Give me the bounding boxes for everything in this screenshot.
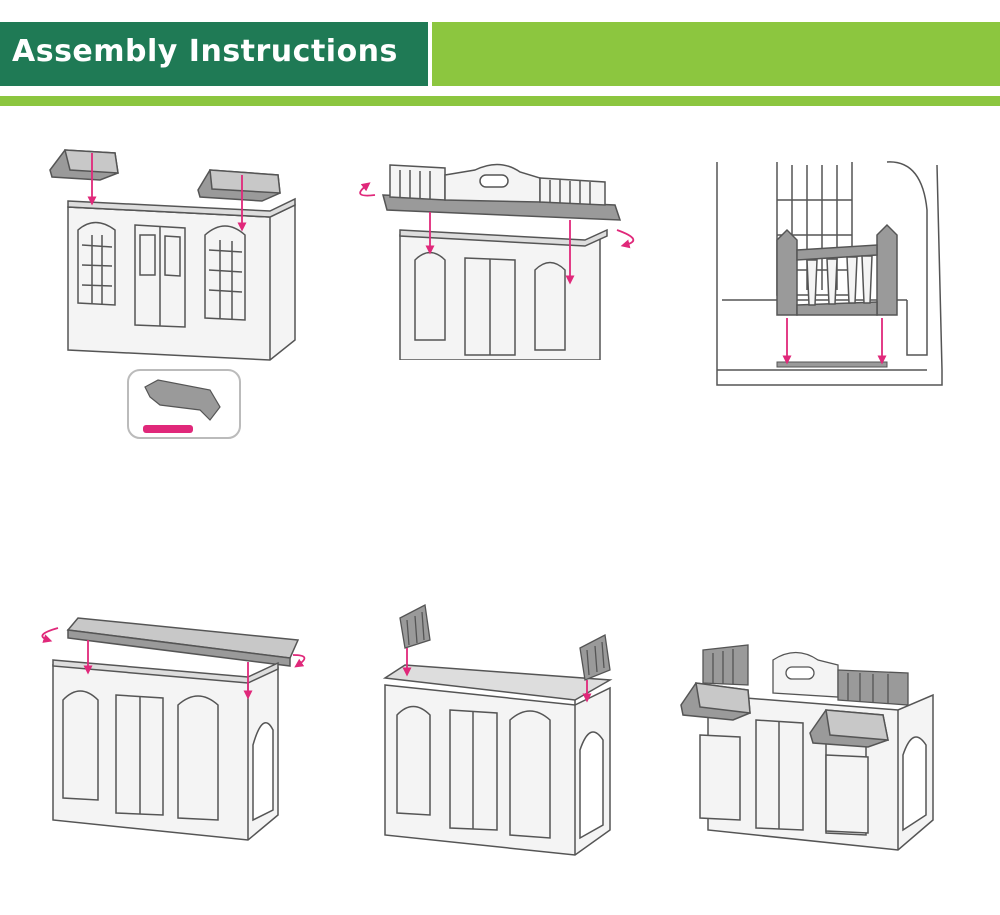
step-6-illustration — [680, 644, 934, 851]
corner-railing-left-icon — [399, 604, 431, 649]
step-4-illustration — [41, 617, 306, 841]
header-underline — [0, 96, 1000, 106]
header: Assembly Instructions — [0, 0, 1000, 108]
page-title: Assembly Instructions — [12, 34, 398, 69]
step-2-illustration — [359, 163, 635, 360]
corner-railing-right-icon — [579, 634, 611, 681]
railing-panel-icon — [382, 163, 622, 221]
header-accent-bar — [432, 22, 1000, 86]
window-left-icon — [77, 221, 116, 306]
window-right-icon — [204, 225, 246, 321]
balcony-railing-icon — [776, 223, 898, 316]
title-block: Assembly Instructions — [0, 22, 428, 86]
inset-detail-icon — [127, 369, 241, 439]
roof-panel-icon — [66, 617, 300, 667]
step-5-illustration — [382, 604, 613, 856]
roof-railing-icon — [702, 644, 909, 706]
step-3-illustration — [716, 161, 943, 386]
awning-right-icon — [197, 169, 281, 202]
awning-left-icon — [49, 149, 119, 181]
awning-left-icon — [680, 682, 751, 721]
awning-right-icon — [809, 709, 889, 748]
door-icon — [134, 224, 186, 328]
step-1-illustration — [49, 149, 296, 439]
